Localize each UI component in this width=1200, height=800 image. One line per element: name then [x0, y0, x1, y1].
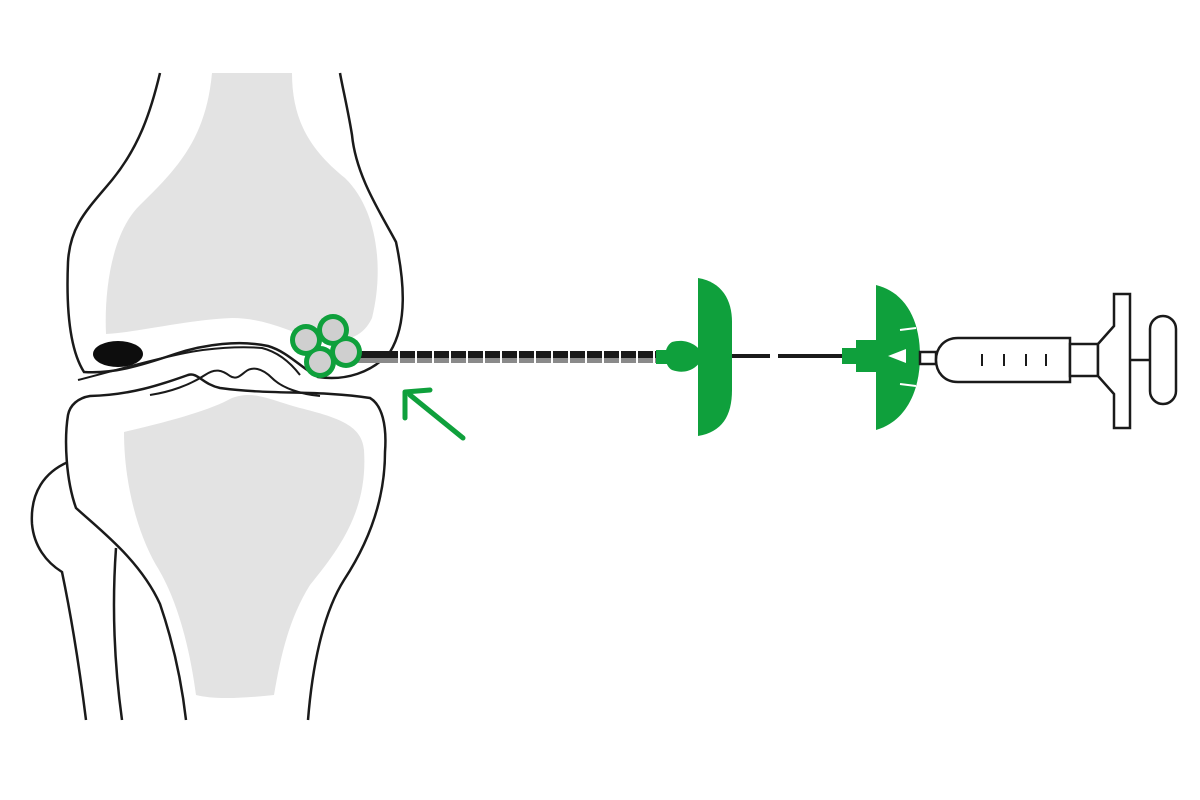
pointer-arrow [402, 387, 466, 441]
needle-stripe [415, 351, 417, 363]
needle-stripe [534, 351, 536, 363]
connector-hub [856, 340, 878, 372]
clamp-body [698, 278, 732, 436]
needle-stripe [568, 351, 570, 363]
needle-highlight [350, 358, 660, 363]
needle-stripe [398, 351, 400, 363]
catheter-needle [350, 351, 660, 363]
syringe-tip [918, 350, 938, 366]
needle-stripe [585, 351, 587, 363]
cell [335, 341, 357, 363]
needle-stripe [466, 351, 468, 363]
syringe [918, 292, 1178, 430]
connector-tick [899, 327, 917, 331]
tibial-plateau-bumps [149, 367, 321, 397]
needle-stripe [449, 351, 451, 363]
syringe-collar [1068, 342, 1100, 378]
plunger-thumb [1148, 314, 1178, 406]
needle-stripe [432, 351, 434, 363]
fibula-inner-line [112, 547, 124, 721]
needle-stripe [500, 351, 502, 363]
green-clamp [656, 278, 732, 436]
connector-tick [899, 383, 917, 387]
needle-stripe [551, 351, 553, 363]
needle-stripe [517, 351, 519, 363]
lower-leg-bones [30, 373, 387, 721]
femur-marrow [105, 73, 378, 341]
cell [295, 329, 317, 351]
connector-neck [842, 348, 856, 364]
arrow-head [402, 387, 433, 421]
cell [322, 319, 344, 341]
needle-stripe [602, 351, 604, 363]
arrow-shaft [407, 392, 466, 441]
femur-bone [66, 72, 404, 380]
tibia-marrow [124, 395, 365, 699]
needle-stripe [653, 351, 655, 363]
connector-marker [888, 349, 906, 363]
fibula-outline [30, 460, 88, 721]
syringe-flange [1096, 292, 1132, 430]
dark-lesion [93, 341, 143, 367]
green-connector [842, 285, 920, 430]
clamp-neck [656, 350, 676, 364]
needle-stripe [636, 351, 638, 363]
cell-cluster [290, 314, 362, 378]
joint-space-line [77, 346, 301, 381]
cell [309, 351, 331, 373]
needle-stripe [483, 351, 485, 363]
needle-stripe [619, 351, 621, 363]
